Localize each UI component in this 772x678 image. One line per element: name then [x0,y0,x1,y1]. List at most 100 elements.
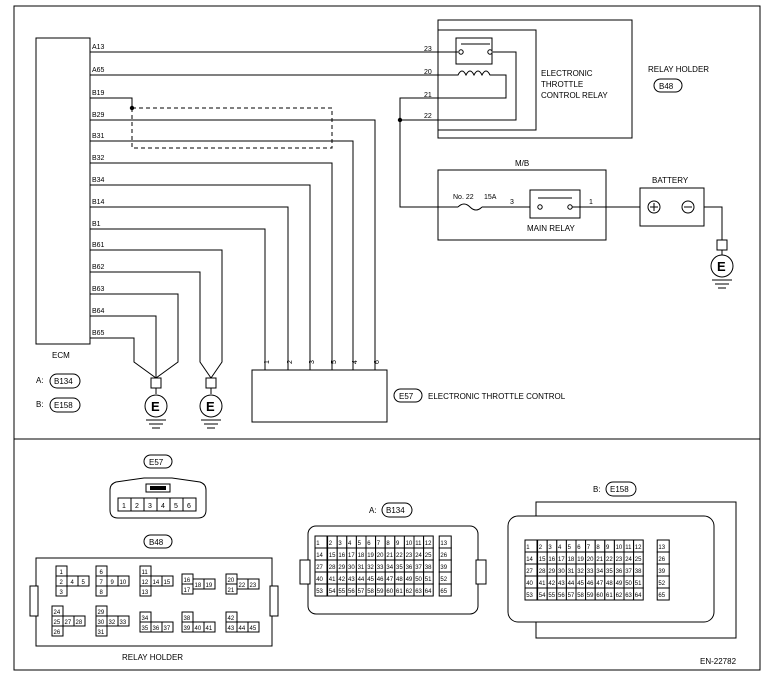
signal-wires [90,51,438,379]
b48-pin-6: 6 [100,570,104,576]
e158-pin-2: 2 [539,545,543,551]
ground-battery: E [710,239,734,289]
relay-pin-20: 20 [424,69,432,76]
e158-pin-27: 27 [526,569,533,575]
b134-pin-11: 11 [415,541,422,547]
e158-pin-17: 17 [558,557,565,563]
wire-b32 [90,162,333,370]
e158-pin-28: 28 [539,569,546,575]
b48-cell [51,625,64,637]
ground-1-letter: E [151,399,160,414]
fuse-symbol [457,203,483,211]
outer-frame [13,5,761,671]
e158-id: E158 [610,485,629,494]
b48-pin-4: 4 [71,580,75,586]
b48-pin-5: 5 [82,580,86,586]
ecm-pin-labels: A13A65B19B29B31B32B34B14B1B61B62B63B64B6… [92,44,105,337]
b134-pin-32: 32 [367,565,374,571]
ecm-pin-a65: A65 [92,67,105,74]
b48-cell [117,575,130,587]
e158-pin-59: 59 [587,593,594,599]
e158-pin-48: 48 [606,581,613,587]
b134-pin-38: 38 [425,565,432,571]
ground-battery-terminal [716,239,728,251]
b48-pin-23: 23 [250,583,257,589]
e158-pin-46: 46 [587,581,594,587]
b48-pin-28: 28 [76,620,83,626]
b134-pin-58: 58 [367,589,374,595]
e158-cell [633,587,644,601]
b48-pin-35: 35 [142,626,149,632]
b48-id: B48 [149,538,164,547]
e158-pin-49: 49 [616,581,623,587]
b48-pin-11: 11 [142,570,149,576]
e158-pin-65: 65 [658,593,665,599]
e57-pin-3: 3 [148,503,152,510]
ground-2-letter: E [206,399,215,414]
e158-pin-22: 22 [606,557,613,563]
b134-pin-20: 20 [377,553,384,559]
wire-b65 [90,337,157,379]
b134-pin-60: 60 [386,589,393,595]
mb-pin-1: 1 [589,199,593,206]
e158-pin-12: 12 [635,545,642,551]
b48-cell [203,578,216,590]
e158-pin-29: 29 [548,569,555,575]
b48-pin-24: 24 [54,610,61,616]
throttle-pin-1: 1 [264,360,271,364]
b134-pin-7: 7 [377,541,381,547]
b48-pin-40: 40 [195,626,202,632]
relay-label-line1: ELECTRONIC [541,69,593,78]
relay-pin-23: 23 [424,46,432,53]
ecm-conn-b-badge [49,397,81,413]
e158-pin-13: 13 [658,545,665,551]
e158-pin-8: 8 [596,545,600,551]
ecm-pin-b1: B1 [92,221,101,228]
b48-pin-9: 9 [111,580,115,586]
b134-pin-41: 41 [329,577,336,583]
ecm-pin-b34: B34 [92,177,105,184]
e158-pin-58: 58 [577,593,584,599]
b134-pin-35: 35 [396,565,403,571]
b48-pin-30: 30 [98,620,105,626]
ecm-conn-a-badge [49,373,81,389]
b48-cell [95,625,108,637]
e158-pin-14: 14 [526,557,533,563]
b134-pin-40: 40 [316,577,323,583]
b134-pin-16: 16 [338,553,345,559]
e158-pin-44: 44 [568,581,575,587]
b48-pin-17: 17 [184,588,191,594]
e57-id: E57 [149,458,164,467]
throttle-relay: 23 20 21 22 ELECTRONIC THROTTLE CONTROL … [424,19,633,139]
b134-cell [438,583,452,597]
fuse-rating: 15A [484,194,497,201]
b134-pin-47: 47 [386,577,393,583]
e158-badge [605,481,637,497]
b134-pin-2: 2 [329,541,333,547]
b134-pin-10: 10 [406,541,413,547]
b134-pin-13: 13 [440,541,447,547]
throttle-pin-6: 6 [374,360,381,364]
b48-pin-18: 18 [195,583,202,589]
relay-contact-left [458,49,464,55]
b134-pin-39: 39 [440,565,447,571]
e158-pin-30: 30 [558,569,565,575]
e158-pin-7: 7 [587,545,591,551]
b48-pin-36: 36 [153,626,160,632]
e158-pin-62: 62 [616,593,623,599]
e158-cell [524,587,538,601]
mb-label: M/B [515,159,529,168]
b134-pin-43: 43 [348,577,355,583]
b48-cell [203,621,216,633]
ground-1-terminal [150,377,162,389]
b134-pin-8: 8 [386,541,390,547]
b134-pin-25: 25 [425,553,432,559]
ecm-block: ECM A13A65B19B29B31B32B34B14B1B61B62B63B… [35,37,105,413]
b48-pin-7: 7 [100,580,104,586]
b48-cell [161,621,174,633]
e158-pin-52: 52 [658,581,665,587]
b48-housing [35,557,273,647]
b134-pin-22: 22 [396,553,403,559]
relay-label-line3: CONTROL RELAY [541,91,608,100]
